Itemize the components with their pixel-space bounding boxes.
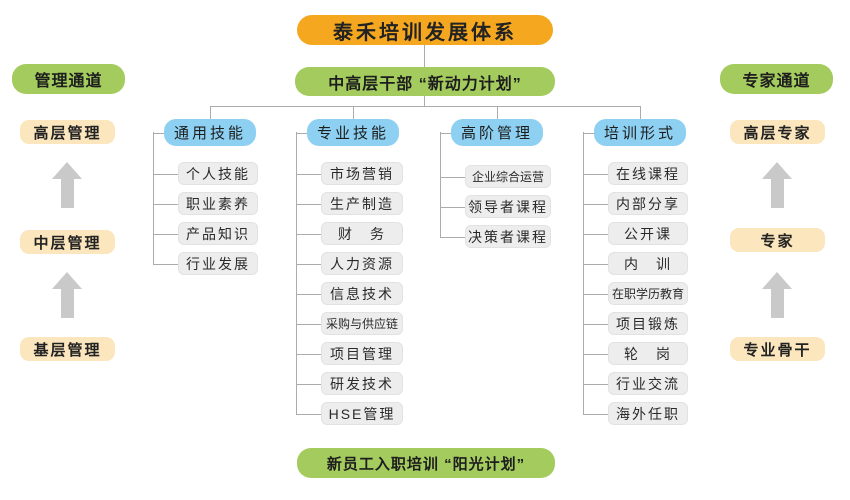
item-internal-training: 内 训: [583, 252, 688, 275]
column-branch-line: [440, 132, 441, 237]
connector-line: [210, 106, 641, 107]
management-channel-title: 管理通道: [12, 64, 125, 94]
item-finance: 财 务: [296, 222, 403, 245]
item-leader-course: 领导者课程: [440, 195, 551, 218]
connector-line: [353, 106, 354, 119]
column-branch-line: [583, 132, 584, 414]
up-arrow-icon: [52, 272, 82, 318]
item-product-knowledge: 产品知识: [153, 222, 258, 245]
item-overseas-assignment: 海外任职: [583, 402, 688, 425]
item-rd-technology: 研发技术: [296, 372, 403, 395]
arrow-head: [52, 162, 82, 179]
up-arrow-icon: [762, 272, 792, 318]
item-enterprise-operation: 企业综合运营: [440, 165, 551, 188]
column-branch-line: [296, 132, 297, 414]
item-open-course: 公开课: [583, 222, 688, 245]
arrow-shaft: [60, 289, 74, 318]
item-manufacturing: 生产制造: [296, 192, 403, 215]
up-arrow-icon: [52, 162, 82, 208]
arrow-head: [762, 162, 792, 179]
item-project-management: 项目管理: [296, 342, 403, 365]
up-arrow-icon: [762, 162, 792, 208]
column-header-training-formats: 培训形式: [583, 119, 686, 146]
column-header-advanced-management: 高阶管理: [440, 119, 543, 146]
item-job-rotation: 轮 岗: [583, 342, 688, 365]
column-branch-line: [153, 132, 154, 264]
item-information-technology: 信息技术: [296, 282, 403, 305]
level-base-management: 基层管理: [20, 337, 115, 361]
column-header-general-skills: 通用技能: [153, 119, 256, 146]
expert-channel-title: 专家通道: [720, 64, 833, 94]
level-senior-expert: 高层专家: [730, 120, 825, 144]
diagram-title: 泰禾培训发展体系: [297, 15, 553, 45]
item-internal-sharing: 内部分享: [583, 192, 688, 215]
item-on-job-education: 在职学历教育: [583, 282, 688, 305]
mid-senior-plan-label: 中高层干部 “新动力计划”: [295, 67, 555, 96]
level-senior-management: 高层管理: [20, 120, 115, 144]
connector-line: [424, 96, 425, 106]
item-marketing: 市场营销: [296, 162, 403, 185]
new-employee-plan-label: 新员工入职培训 “阳光计划”: [297, 448, 555, 478]
item-decision-maker-course: 决策者课程: [440, 225, 551, 248]
item-hse-management: HSE管理: [296, 402, 403, 425]
item-industry-development: 行业发展: [153, 252, 258, 275]
item-procurement-supply-chain: 采购与供应链: [296, 312, 403, 335]
connector-line: [497, 106, 498, 119]
item-industry-exchange: 行业交流: [583, 372, 688, 395]
connector-line: [640, 106, 641, 119]
arrow-shaft: [770, 179, 784, 208]
level-expert: 专家: [730, 228, 825, 252]
arrow-shaft: [770, 289, 784, 318]
connector-line: [424, 45, 425, 67]
arrow-head: [52, 272, 82, 289]
arrow-head: [762, 272, 792, 289]
item-online-course: 在线课程: [583, 162, 688, 185]
item-human-resources: 人力资源: [296, 252, 403, 275]
level-middle-management: 中层管理: [20, 230, 115, 254]
arrow-shaft: [60, 179, 74, 208]
item-professional-quality: 职业素养: [153, 192, 258, 215]
item-project-exercise: 项目锻炼: [583, 312, 688, 335]
level-professional-backbone: 专业骨干: [730, 337, 825, 361]
connector-line: [210, 106, 211, 119]
item-personal-skills: 个人技能: [153, 162, 258, 185]
column-header-professional-skills: 专业技能: [296, 119, 399, 146]
